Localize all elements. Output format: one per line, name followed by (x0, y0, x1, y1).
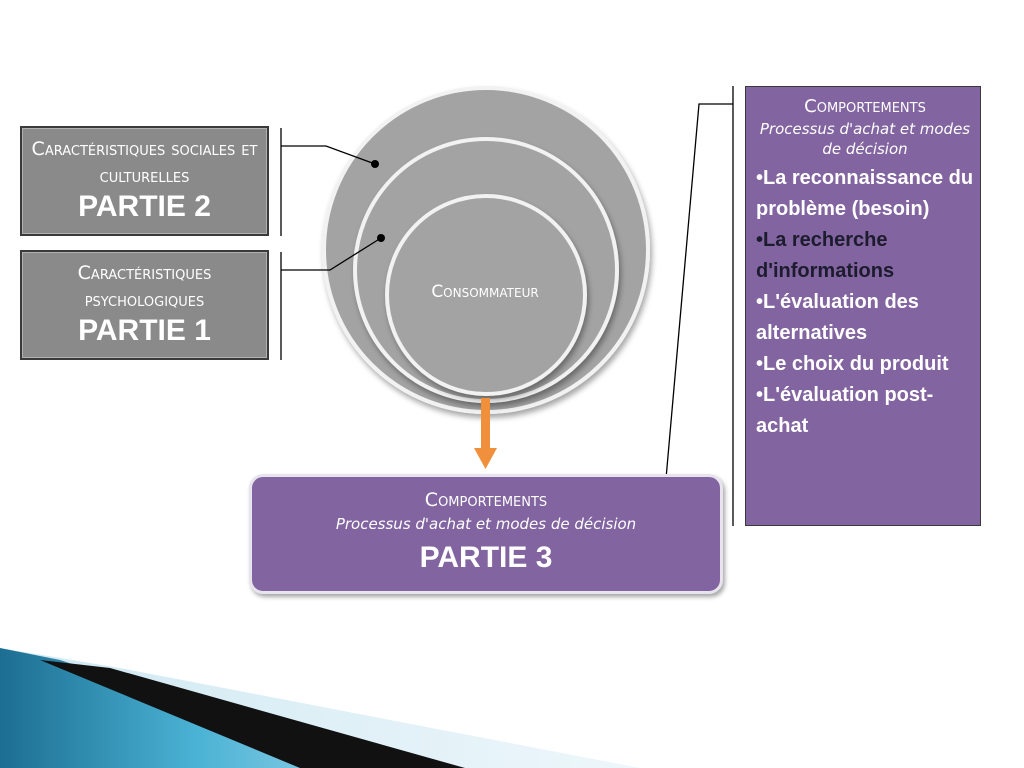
box-social-cultural: Caractéristiques sociales et culturelles… (20, 126, 269, 236)
process-step: •Le choix du produit (756, 353, 949, 375)
connector-psychological (280, 237, 382, 360)
box-psychological-part: PARTIE 1 (78, 314, 211, 347)
box-psychological: Caractéristiques psychologiques PARTIE 1 (20, 250, 269, 360)
connector-social (280, 128, 376, 236)
down-arrow (474, 398, 497, 469)
process-steps: •La reconnaissance du problème (besoin) … (756, 163, 974, 442)
side-box-subtitle: Processus d'achat et modes de décision (759, 120, 971, 158)
box-behaviour-title: Comportements (424, 489, 548, 511)
process-step: •L'évaluation des alternatives (756, 291, 919, 344)
center-label-consumer: Consommateur (431, 282, 539, 302)
box-social-part: PARTIE 2 (78, 190, 211, 223)
process-step: •La recherche d'informations (756, 229, 895, 282)
connector-behaviour (664, 86, 734, 526)
box-decision-process: Comportements Processus d'achat et modes… (745, 86, 981, 526)
box-social-title: Caractéristiques sociales et culturelles (31, 138, 258, 187)
decor-stripe-dark (40, 660, 465, 768)
side-box-title: Comportements (804, 96, 926, 117)
box-behaviour: Comportements Processus d'achat et modes… (249, 474, 723, 594)
box-behaviour-subtitle: Processus d'achat et modes de décision (335, 515, 637, 533)
box-psychological-title: Caractéristiques psychologiques (77, 262, 212, 311)
side-box-header: Comportements Processus d'achat et modes… (756, 95, 974, 159)
box-behaviour-part: PARTIE 3 (419, 541, 553, 574)
process-step: •L'évaluation post-achat (756, 384, 934, 437)
connector-dot-psychological (377, 234, 385, 242)
inner-circle (385, 194, 587, 396)
process-step: •La reconnaissance du problème (besoin) (756, 167, 974, 220)
connector-dot-social (371, 160, 379, 168)
